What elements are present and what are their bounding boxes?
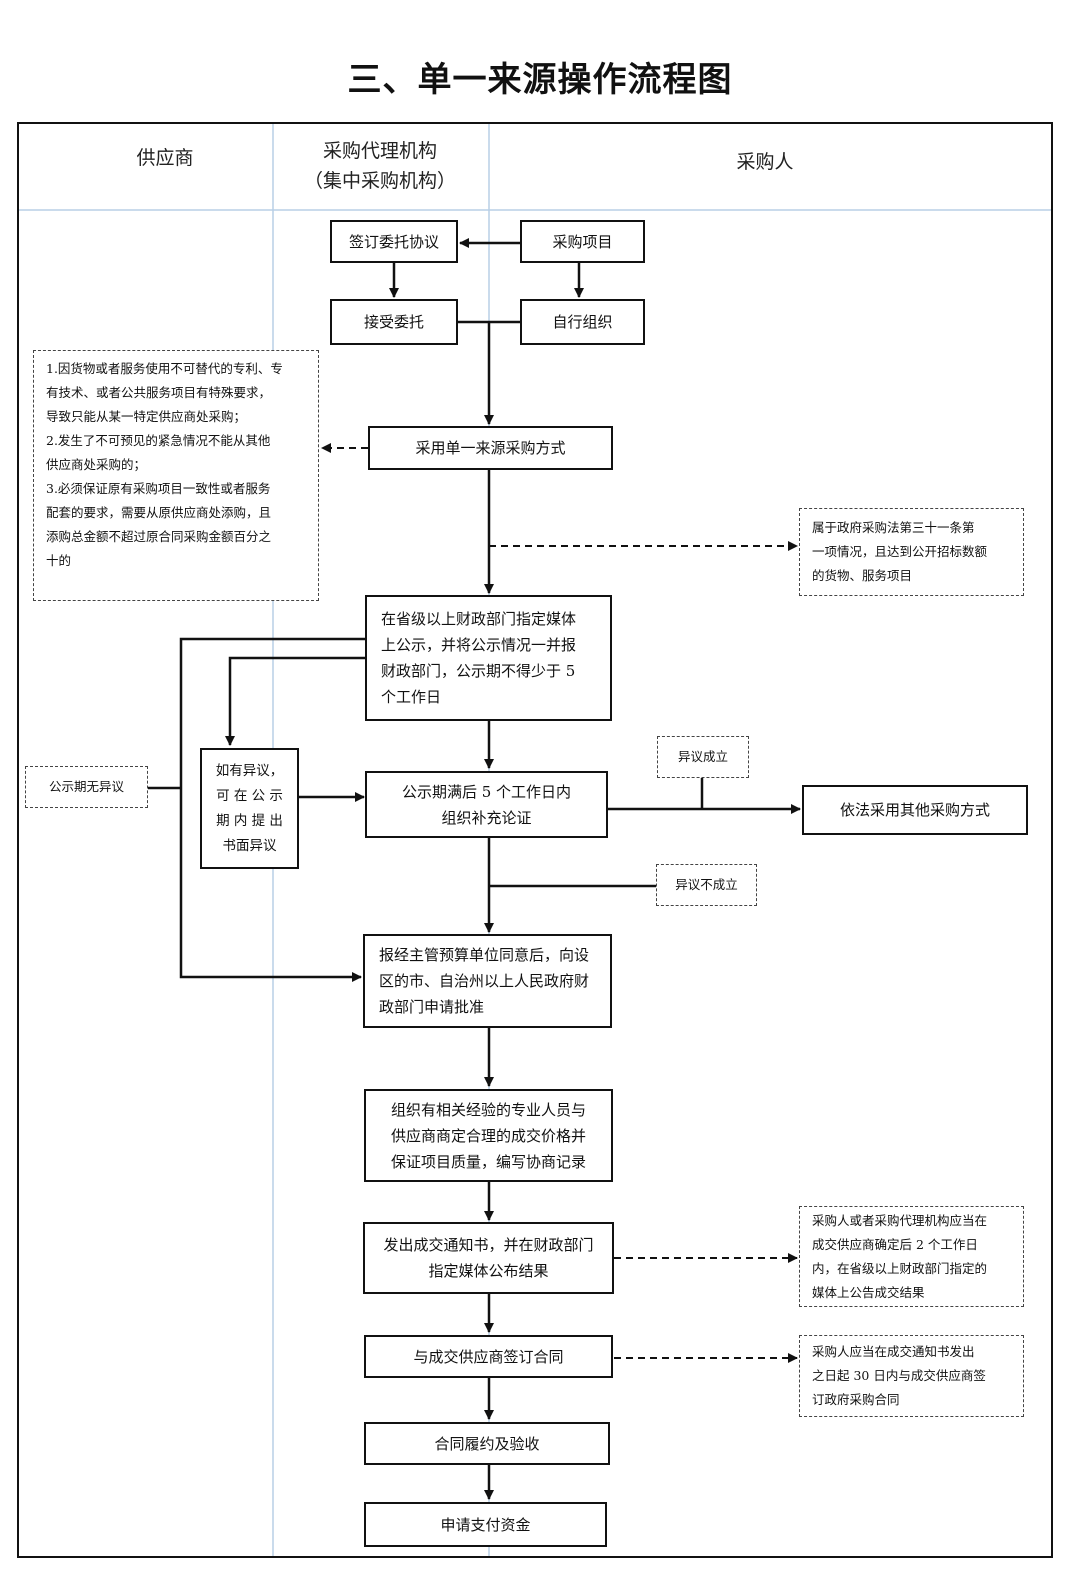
lane-header-agency: 采购代理机构 （集中采购机构） (280, 136, 480, 196)
flowchart-frame (17, 122, 1053, 1558)
conditions-line: 有技术、或者公共服务项目有特殊要求， (46, 385, 272, 400)
notice-line2: 指定媒体公布结果 (428, 1262, 549, 1280)
law31-line: 一项情况，且达到公开招标数额 (812, 544, 988, 559)
objection-line2: 可 在 公 示 (216, 787, 283, 804)
sign-agreement-box: 签订委托协议 (330, 220, 458, 263)
lane-header-agency-line1: 采购代理机构 (322, 140, 437, 162)
law31-line: 属于政府采购法第三十一条第 (812, 520, 975, 535)
sign-contract-box: 与成交供应商签订合同 (364, 1335, 613, 1378)
announce-line: 内，在省级以上财政部门指定的 (812, 1260, 988, 1276)
objection-valid-note: 异议成立 (657, 736, 749, 778)
announce-result-note: 采购人或者采购代理机构应当在成交供应商确定后 2 个工作日内，在省级以上财政部门… (799, 1206, 1024, 1307)
negotiate-line1: 组织有相关经验的专业人员与 (390, 1100, 586, 1119)
contract-performance-box: 合同履约及验收 (364, 1422, 610, 1465)
objection-line1: 如有异议， (215, 762, 284, 779)
announce-line: 成交供应商确定后 2 个工作日 (812, 1236, 978, 1252)
law31-line: 的货物、服务项目 (812, 568, 913, 583)
other-method-box: 依法采用其他采购方式 (802, 785, 1028, 835)
objection-box: 如有异议， 可 在 公 示 期 内 提 出 书面异议 (200, 748, 299, 869)
transaction-notice-box: 发出成交通知书，并在财政部门 指定媒体公布结果 (363, 1222, 614, 1294)
review-line2: 组织补充论证 (441, 808, 532, 827)
negotiation-box: 组织有相关经验的专业人员与 供应商商定合理的成交价格并 保证项目质量，编写协商记… (364, 1089, 613, 1182)
objection-invalid-note: 异议不成立 (656, 864, 757, 906)
apply-payment-box: 申请支付资金 (364, 1502, 607, 1547)
approval-line1: 报经主管预算单位同意后，向设 (379, 946, 590, 964)
notice-line1: 发出成交通知书，并在财政部门 (383, 1236, 594, 1254)
procurement-project-box: 采购项目 (520, 220, 645, 263)
publicity-line2: 上公示，并将公示情况一并报 (381, 636, 577, 654)
adopt-single-source-box: 采用单一来源采购方式 (368, 426, 613, 470)
lane-header-agency-line2: （集中采购机构） (303, 170, 456, 192)
publicity-box: 在省级以上财政部门指定媒体 上公示，并将公示情况一并报 财政部门，公示期不得少于… (365, 595, 612, 721)
conditions-line: 十的 (46, 553, 72, 568)
conditions-line: 添购总金额不超过原合同采购金额百分之 (46, 529, 272, 544)
sign-deadline-line: 采购人应当在成交通知书发出 (812, 1344, 975, 1359)
publicity-line1: 在省级以上财政部门指定媒体 (381, 610, 577, 628)
law31-list: 属于政府采购法第三十一条第一项情况，且达到公开招标数额的货物、服务项目 (812, 516, 987, 588)
review-line1: 公示期满后 5 个工作日内 (401, 782, 572, 801)
supplementary-review-box: 公示期满后 5 个工作日内 组织补充论证 (365, 771, 608, 838)
announce-list: 采购人或者采购代理机构应当在成交供应商确定后 2 个工作日内，在省级以上财政部门… (812, 1209, 987, 1305)
sign-deadline-note: 采购人应当在成交通知书发出之日起 30 日内与成交供应商签订政府采购合同 (799, 1335, 1024, 1417)
conditions-list: 1.因货物或者服务使用不可替代的专利、专有技术、或者公共服务项目有特殊要求， 导致… (46, 357, 283, 573)
conditions-line: 3.必须保证原有采购项目一致性或者服务 (46, 481, 271, 496)
objection-line4: 书面异议 (222, 837, 277, 854)
conditions-line: 配套的要求，需要从原供应商处添购，且 (46, 505, 272, 520)
sign-deadline-line: 订政府采购合同 (812, 1392, 900, 1407)
conditions-line: 1.因货物或者服务使用不可替代的专利、专 (46, 361, 283, 376)
self-organize-box: 自行组织 (520, 299, 645, 345)
negotiate-line3: 保证项目质量，编写协商记录 (390, 1152, 586, 1171)
conditions-line: 2.发生了不可预见的紧急情况不能从其他 (46, 433, 271, 448)
solid-connectors (148, 238, 801, 1500)
approval-line3: 政部门申请批准 (379, 998, 485, 1016)
law-article-31-note: 属于政府采购法第三十一条第一项情况，且达到公开招标数额的货物、服务项目 (799, 508, 1024, 596)
announce-line: 媒体上公告成交结果 (812, 1284, 925, 1300)
approval-line2: 区的市、自治州以上人民政府财 (379, 972, 590, 990)
sign-deadline-line: 之日起 30 日内与成交供应商签 (812, 1368, 986, 1383)
accept-entrustment-box: 接受委托 (330, 299, 458, 345)
conditions-note: 1.因货物或者服务使用不可替代的专利、专有技术、或者公共服务项目有特殊要求， 导致… (33, 350, 319, 601)
objection-line3: 期 内 提 出 (216, 812, 283, 829)
dashed-connectors (321, 443, 798, 1363)
lane-header-supplier: 供应商 (136, 147, 194, 169)
lane-header-purchaser: 采购人 (736, 151, 794, 173)
negotiate-line2: 供应商商定合理的成交价格并 (390, 1126, 586, 1145)
publicity-line4: 个工作日 (381, 688, 442, 706)
deadline-list: 采购人应当在成交通知书发出之日起 30 日内与成交供应商签订政府采购合同 (812, 1340, 986, 1412)
approval-box: 报经主管预算单位同意后，向设 区的市、自治州以上人民政府财 政部门申请批准 (363, 934, 612, 1028)
page-title: 三、单一来源操作流程图 (347, 60, 733, 100)
no-objection-note: 公示期无异议 (25, 766, 148, 808)
conditions-line: 导致只能从某一特定供应商处采购； (46, 409, 247, 424)
publicity-line3: 财政部门，公示期不得少于 5 (381, 662, 576, 680)
conditions-line: 供应商处采购的； (46, 457, 147, 472)
announce-line: 采购人或者采购代理机构应当在 (812, 1212, 988, 1228)
